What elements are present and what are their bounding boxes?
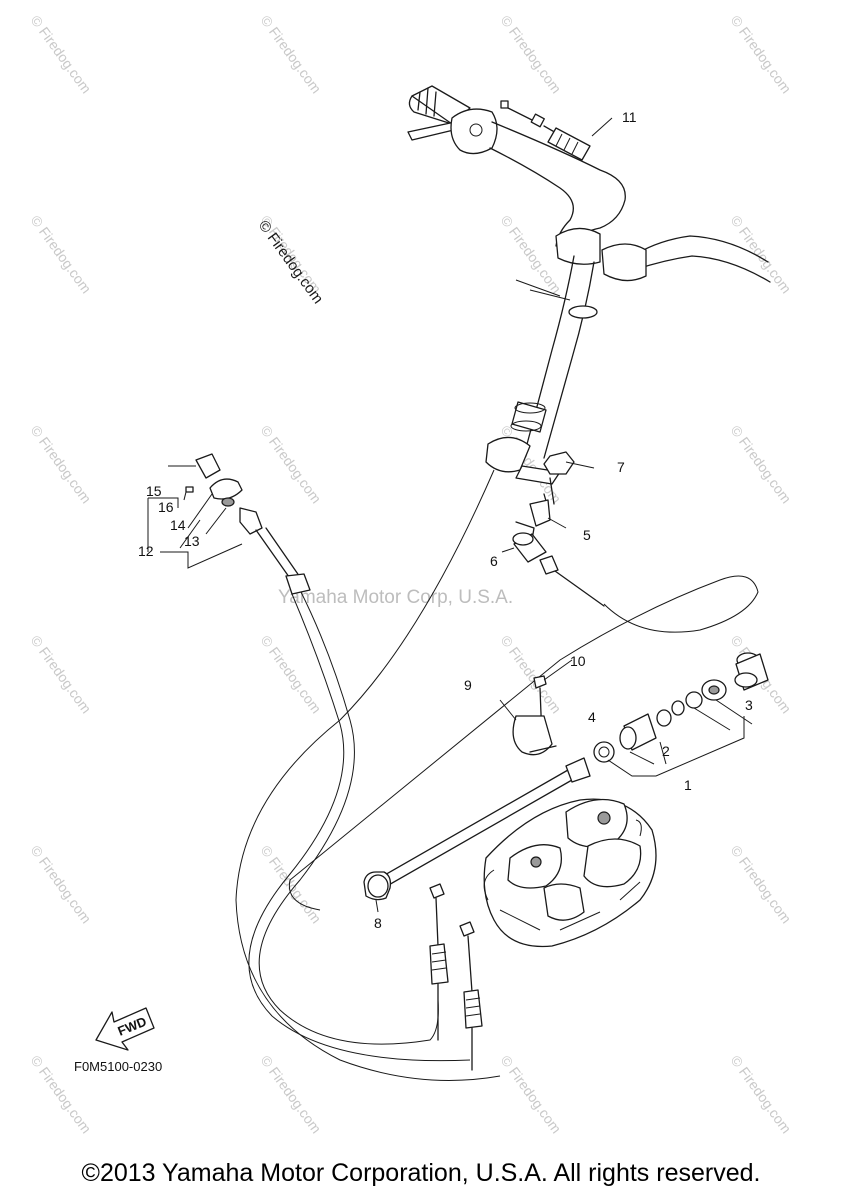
watermark-text: © Firedog.com <box>28 12 95 96</box>
watermark-grid: © Firedog.com © Firedog.com © Firedog.com ©… <box>28 12 795 1136</box>
callout-12: 12 <box>138 543 154 559</box>
callout-15: 15 <box>146 483 162 499</box>
lower-cable-ends <box>429 883 483 1071</box>
callout-9: 9 <box>464 677 472 693</box>
watermark-text: © Firedog.com <box>728 1052 795 1136</box>
callout-2: 2 <box>662 743 670 759</box>
diagram-code: F0M5100-0230 <box>74 1059 162 1074</box>
callout-4: 4 <box>588 709 596 725</box>
callout-14: 14 <box>170 517 186 533</box>
watermark-text: © Firedog.com <box>28 212 95 296</box>
watermark-text: © Firedog.com <box>258 422 325 506</box>
fwd-arrow-icon: FWD <box>95 1007 155 1051</box>
throttle-cable-end <box>500 100 591 161</box>
watermark-text: © Firedog.com <box>728 212 795 296</box>
callout-5: 5 <box>583 527 591 543</box>
watermark-text: © Firedog.com <box>258 1052 325 1136</box>
watermark-text: © Firedog.com <box>498 632 565 716</box>
watermark-text: © Firedog.com <box>258 842 325 926</box>
cable-clamp-9 <box>499 675 557 756</box>
cable-fittings-right <box>565 652 769 783</box>
pump-housing <box>483 798 657 948</box>
watermark-text: © Firedog.com <box>258 632 325 716</box>
sensor-assembly-12 <box>147 453 311 595</box>
callout-10: 10 <box>570 653 586 669</box>
watermark-text: © Firedog.com <box>728 422 795 506</box>
callout-7: 7 <box>617 459 625 475</box>
steering-joint-parts <box>512 451 575 575</box>
watermark-text: © Firedog.com <box>728 842 795 926</box>
callouts: 1 2 3 4 5 6 7 8 9 10 11 12 13 14 15 16 <box>138 109 753 931</box>
center-watermark: Yamaha Motor Corp, U.S.A. <box>278 587 513 608</box>
watermark-text: © Firedog.com <box>28 632 95 716</box>
watermark-text: © Firedog.com <box>28 422 95 506</box>
leader-lines <box>168 117 613 681</box>
callout-6: 6 <box>490 553 498 569</box>
watermark-text: © Firedog.com <box>28 842 95 926</box>
callout-13: 13 <box>184 533 200 549</box>
handlebar-assembly <box>407 85 771 485</box>
watermark-text: © Firedog.com <box>728 12 795 96</box>
callout-1: 1 <box>684 777 692 793</box>
watermark-text: © Firedog.com <box>498 212 565 296</box>
firedog-watermark: © Firedog.com <box>255 217 327 307</box>
callout-8: 8 <box>374 915 382 931</box>
bushing-8 <box>363 871 392 913</box>
watermark-text: © Firedog.com <box>258 12 325 96</box>
callout-11: 11 <box>622 109 637 125</box>
copyright-footer: ©2013 Yamaha Motor Corporation, U.S.A. A… <box>81 1159 761 1187</box>
control-cables <box>235 469 759 1081</box>
callout-3: 3 <box>745 697 753 713</box>
callout-16: 16 <box>158 499 174 515</box>
watermark-text: © Firedog.com <box>498 1052 565 1136</box>
watermark-text: © Firedog.com <box>498 12 565 96</box>
